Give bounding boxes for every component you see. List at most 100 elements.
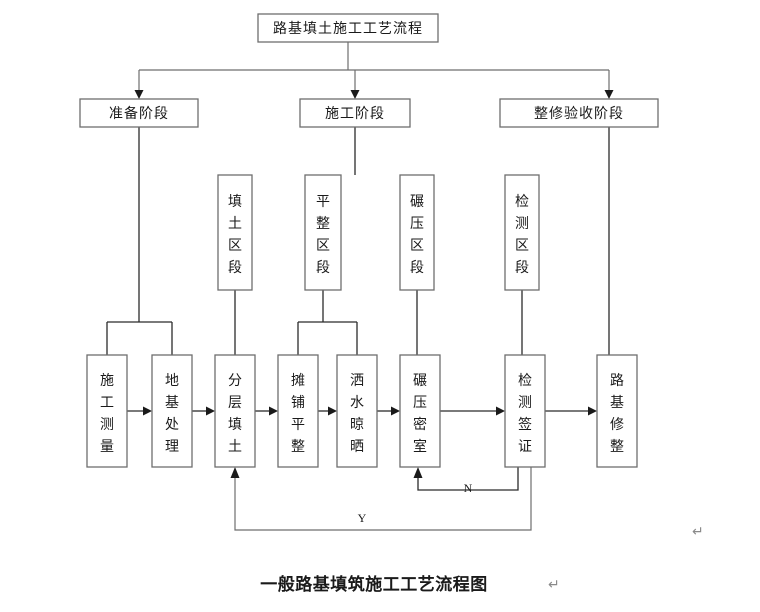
arrowhead-feedback-n — [413, 467, 423, 478]
title-box-label: 路基填土施工工艺流程 — [273, 20, 423, 37]
arrowhead-foundation — [143, 406, 152, 416]
proc-watersun-rect — [336, 354, 378, 468]
proc-watersun-char-3: 晒 — [350, 439, 364, 455]
proc-watersun-char-0: 洒 — [350, 373, 364, 389]
connectors-phase-to-process — [106, 127, 610, 355]
proc-spreadlevel-char-2: 平 — [291, 417, 305, 433]
proc-compactdense-char-0: 碾 — [413, 373, 427, 389]
proc-trimming-char-3: 整 — [610, 439, 624, 455]
arrowhead-feedback-y — [230, 467, 240, 478]
paragraph-return-icon: ↵ — [692, 524, 704, 540]
proc-spreadlevel-char-1: 铺 — [291, 395, 305, 411]
phase-construct-label: 施工阶段 — [325, 106, 385, 122]
section-compact-char-2: 区 — [410, 238, 424, 254]
phase-acceptance-label: 整修验收阶段 — [534, 106, 624, 122]
title-box-rect — [257, 13, 439, 43]
node-proc-watersun[interactable]: 洒 水 晾 晒 — [336, 354, 378, 468]
proc-foundation-char-0: 地 — [165, 373, 179, 389]
proc-layerfill-char-2: 填 — [228, 417, 242, 433]
figure-caption: 一般路基填筑施工工艺流程图 — [260, 574, 488, 595]
node-section-inspect[interactable]: 检 测 区 段 — [504, 174, 540, 291]
proc-inspectsign-char-0: 检 — [518, 373, 532, 389]
section-compact-char-1: 压 — [410, 216, 424, 232]
section-inspect-char-0: 检 — [515, 194, 529, 210]
phase-acceptance-rect — [499, 98, 659, 128]
arrowhead-layerfill — [206, 406, 215, 416]
arrowhead-acceptance — [604, 90, 614, 99]
proc-trimming-rect — [596, 354, 638, 468]
section-inspect-rect — [504, 174, 540, 291]
proc-inspectsign-char-3: 证 — [518, 439, 532, 455]
arrowhead-trimming — [588, 406, 597, 416]
proc-foundation-rect — [151, 354, 193, 468]
proc-survey-rect — [86, 354, 128, 468]
connectors-horizontal-flow — [127, 406, 597, 416]
phase-prep-label: 准备阶段 — [109, 105, 169, 122]
proc-survey-char-0: 施 — [100, 373, 114, 389]
proc-compactdense-char-2: 密 — [413, 416, 427, 433]
proc-compactdense-rect — [399, 354, 441, 468]
arrowhead-water — [328, 406, 337, 416]
proc-spreadlevel-char-0: 摊 — [291, 373, 305, 389]
section-level-rect — [304, 174, 342, 291]
section-level-char-3: 段 — [316, 260, 330, 276]
proc-foundation-char-3: 理 — [165, 439, 179, 455]
arrowhead-sign — [496, 406, 505, 416]
arrowhead-construct — [350, 90, 360, 99]
node-title-box[interactable]: 路基填土施工工艺流程 — [257, 13, 439, 43]
node-phase-acceptance[interactable]: 整修验收阶段 — [499, 98, 659, 128]
connectors-top — [134, 42, 614, 99]
node-proc-trimming[interactable]: 路 基 修 整 — [596, 354, 638, 468]
node-proc-survey[interactable]: 施 工 测 量 — [86, 354, 128, 468]
section-inspect-char-1: 测 — [515, 216, 529, 232]
caption-return-icon: ↵ — [548, 577, 560, 593]
proc-layerfill-rect — [214, 354, 256, 468]
connector-feedback-n — [417, 467, 519, 491]
arrowhead-spread — [269, 406, 278, 416]
section-fill-char-2: 区 — [228, 238, 242, 254]
proc-survey-char-1: 工 — [100, 395, 114, 411]
proc-compactdense-char-3: 室 — [413, 438, 427, 455]
node-proc-layerfill[interactable]: 分 层 填 土 — [214, 354, 256, 468]
proc-trimming-char-0: 路 — [610, 373, 624, 389]
node-proc-foundation[interactable]: 地 基 处 理 — [151, 354, 193, 468]
section-fill-char-1: 土 — [228, 216, 242, 232]
proc-trimming-char-1: 基 — [610, 394, 624, 411]
proc-foundation-char-1: 基 — [165, 394, 179, 411]
edge-label-n: N — [464, 481, 473, 495]
connectors-feedback — [230, 467, 532, 531]
node-phase-construct[interactable]: 施工阶段 — [299, 98, 411, 128]
proc-spreadlevel-rect — [277, 354, 319, 468]
section-fill-char-3: 段 — [228, 260, 242, 276]
proc-spreadlevel-char-3: 整 — [291, 439, 305, 455]
section-compact-rect — [399, 174, 435, 291]
proc-trimming-char-2: 修 — [610, 417, 624, 433]
phase-prep-rect — [79, 98, 199, 128]
section-fill-rect — [217, 174, 253, 291]
section-level-char-1: 整 — [316, 216, 330, 232]
proc-compactdense-char-1: 压 — [413, 395, 427, 411]
section-level-char-2: 区 — [316, 238, 330, 254]
section-fill-char-0: 填 — [228, 194, 242, 210]
proc-layerfill-char-0: 分 — [228, 373, 242, 389]
node-section-level[interactable]: 平 整 区 段 — [304, 174, 342, 291]
node-proc-spreadlevel[interactable]: 摊 铺 平 整 — [277, 354, 319, 468]
proc-inspectsign-char-2: 签 — [518, 416, 532, 433]
proc-inspectsign-rect — [504, 354, 546, 468]
proc-watersun-char-2: 晾 — [350, 417, 364, 433]
section-inspect-char-3: 段 — [515, 260, 529, 276]
proc-survey-char-3: 量 — [100, 439, 114, 455]
section-compact-char-3: 段 — [410, 260, 424, 276]
arrowhead-prep — [134, 90, 144, 99]
node-proc-inspectsign[interactable]: 检 测 签 证 — [504, 354, 546, 468]
node-phase-prep[interactable]: 准备阶段 — [79, 98, 199, 128]
phase-construct-rect — [299, 98, 411, 128]
node-section-fill[interactable]: 填 土 区 段 — [217, 174, 253, 291]
proc-layerfill-char-3: 土 — [228, 439, 242, 455]
node-section-compact[interactable]: 碾 压 区 段 — [399, 174, 435, 291]
section-inspect-char-2: 区 — [515, 238, 529, 254]
node-proc-compactdense[interactable]: 碾 压 密 室 — [399, 354, 441, 468]
proc-foundation-char-2: 处 — [165, 417, 179, 433]
